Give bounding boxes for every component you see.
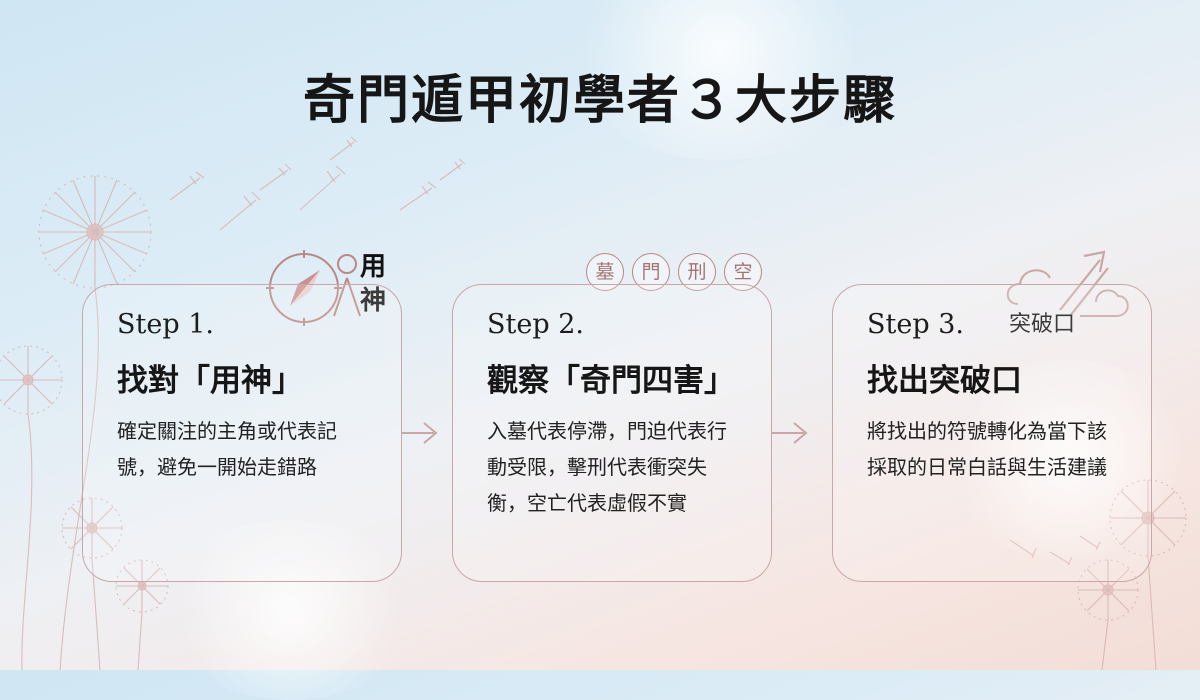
step-description: 入墓代表停滯，門迫代表行動受限，擊刑代表衝突失衡，空亡代表虛假不實 <box>487 419 727 515</box>
step-description: 確定關注的主角或代表記號，避免一開始走錯路 <box>117 419 337 479</box>
step-label: Step 1. <box>117 309 214 340</box>
step-card-3: Step 3. 找出突破口 將找出的符號轉化為當下該採取的日常白話與生活建議 <box>832 284 1152 582</box>
step-card-1: Step 1. 找對「用神」 確定關注的主角或代表記號，避免一開始走錯路 <box>82 284 402 582</box>
page-title: 奇門遁甲初學者３大步驟 <box>302 70 897 131</box>
dandelion-icon <box>38 175 152 289</box>
step-label: Step 2. <box>487 309 584 340</box>
step-card-2: Step 2. 觀察「奇門四害」 入墓代表停滯，門迫代表行動受限，擊刑代表衝突失… <box>452 284 772 582</box>
step-heading: 找出突破口 <box>867 363 1022 399</box>
dandelion-icon <box>0 345 63 415</box>
chevron-arrow-icon <box>402 422 438 444</box>
chevron-arrow-icon <box>772 422 808 444</box>
step-label: Step 3. <box>867 309 964 340</box>
rising-arrow-icon <box>1059 250 1109 317</box>
dandelion-icon <box>61 497 123 559</box>
step-heading: 觀察「奇門四害」 <box>487 363 735 399</box>
step-heading: 找對「用神」 <box>117 363 303 399</box>
step-description: 將找出的符號轉化為當下該採取的日常白話與生活建議 <box>867 419 1107 479</box>
icon-text-line: 用 <box>360 252 387 282</box>
compass-icon <box>266 250 342 326</box>
dandelion-icon <box>115 559 169 613</box>
dandelion-icon <box>1077 559 1139 621</box>
icon-text-breakthrough: 突破口 <box>1009 312 1076 337</box>
badge-men: 門 <box>632 253 670 291</box>
